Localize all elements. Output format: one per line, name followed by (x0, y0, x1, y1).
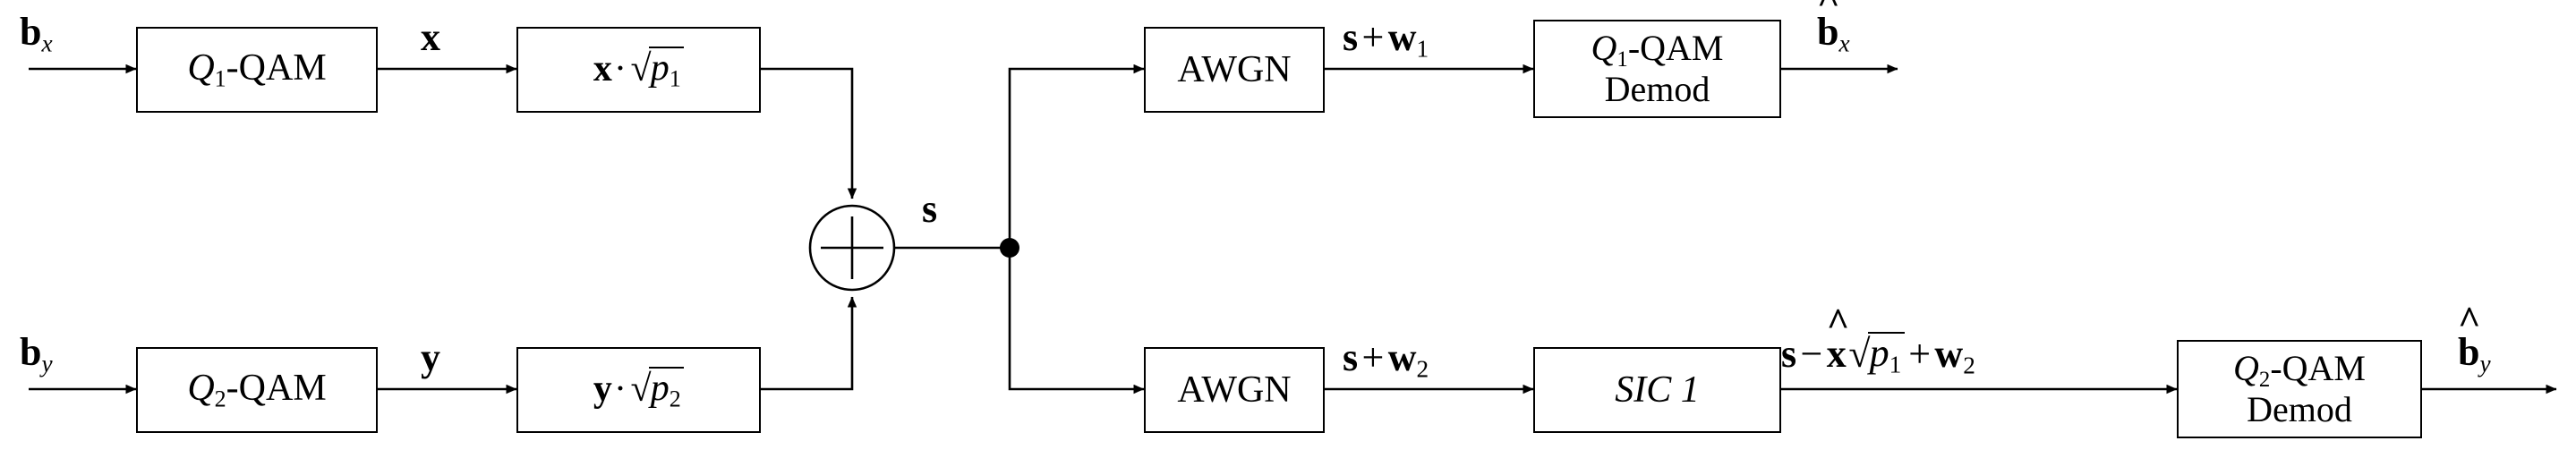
wire-node-to-awgn-bottom (1008, 248, 1145, 394)
signal-label-x: x (421, 15, 440, 59)
signal-label-bx: bx (20, 10, 53, 57)
block-awgn-top[interactable]: AWGN (1144, 27, 1325, 113)
block-q1-qam-demod[interactable]: Q1-QAM Demod (1533, 20, 1781, 118)
wire-powx-to-adder (761, 67, 857, 199)
signal-label-bhat-x: ^bx (1817, 0, 1850, 56)
block-scale-y-label: y·√p2 (593, 367, 685, 412)
block-q1-qam-label: Q1-QAM (187, 47, 327, 92)
signal-label-s-plus-w1: s+w1 (1343, 15, 1429, 63)
block-q1-demod-line2: Demod (1604, 69, 1710, 110)
block-q1-demod-line1: Q1-QAM (1591, 27, 1724, 72)
block-q2-qam-label: Q2-QAM (187, 368, 327, 412)
block-q2-qam-modulator[interactable]: Q2-QAM (136, 347, 378, 433)
block-q2-demod-line2: Demod (2247, 389, 2352, 430)
block-awgn-top-label: AWGN (1177, 48, 1292, 90)
wire-node-to-awgn-top (1008, 64, 1145, 248)
block-q2-qam-demod[interactable]: Q2-QAM Demod (2177, 340, 2422, 438)
hat-accent-icon: ^ (1826, 300, 1850, 344)
wire-powy-to-adder (761, 296, 857, 391)
signal-label-sic-output: s−^x√p1+w2 (1781, 300, 1975, 379)
block-scale-x-label: x·√p1 (593, 47, 685, 92)
hat-accent-icon: ^ (2458, 298, 2481, 343)
block-sic-label: SIC 1 (1615, 369, 1700, 411)
block-sic-1[interactable]: SIC 1 (1533, 347, 1781, 433)
block-scale-y-sqrt-p2[interactable]: y·√p2 (516, 347, 761, 433)
signal-label-bhat-y: ^by (2458, 298, 2491, 377)
signal-label-s: s (922, 187, 938, 231)
block-awgn-bottom[interactable]: AWGN (1144, 347, 1325, 433)
block-scale-x-sqrt-p1[interactable]: x·√p1 (516, 27, 761, 113)
block-awgn-bottom-label: AWGN (1177, 369, 1292, 411)
signal-label-s-plus-w2: s+w2 (1343, 335, 1429, 383)
block-q1-qam-modulator[interactable]: Q1-QAM (136, 27, 378, 113)
signal-label-by: by (20, 330, 53, 377)
block-q2-demod-line1: Q2-QAM (2233, 347, 2366, 392)
signal-label-y: y (421, 335, 440, 379)
hat-accent-icon: ^ (1817, 0, 1840, 22)
